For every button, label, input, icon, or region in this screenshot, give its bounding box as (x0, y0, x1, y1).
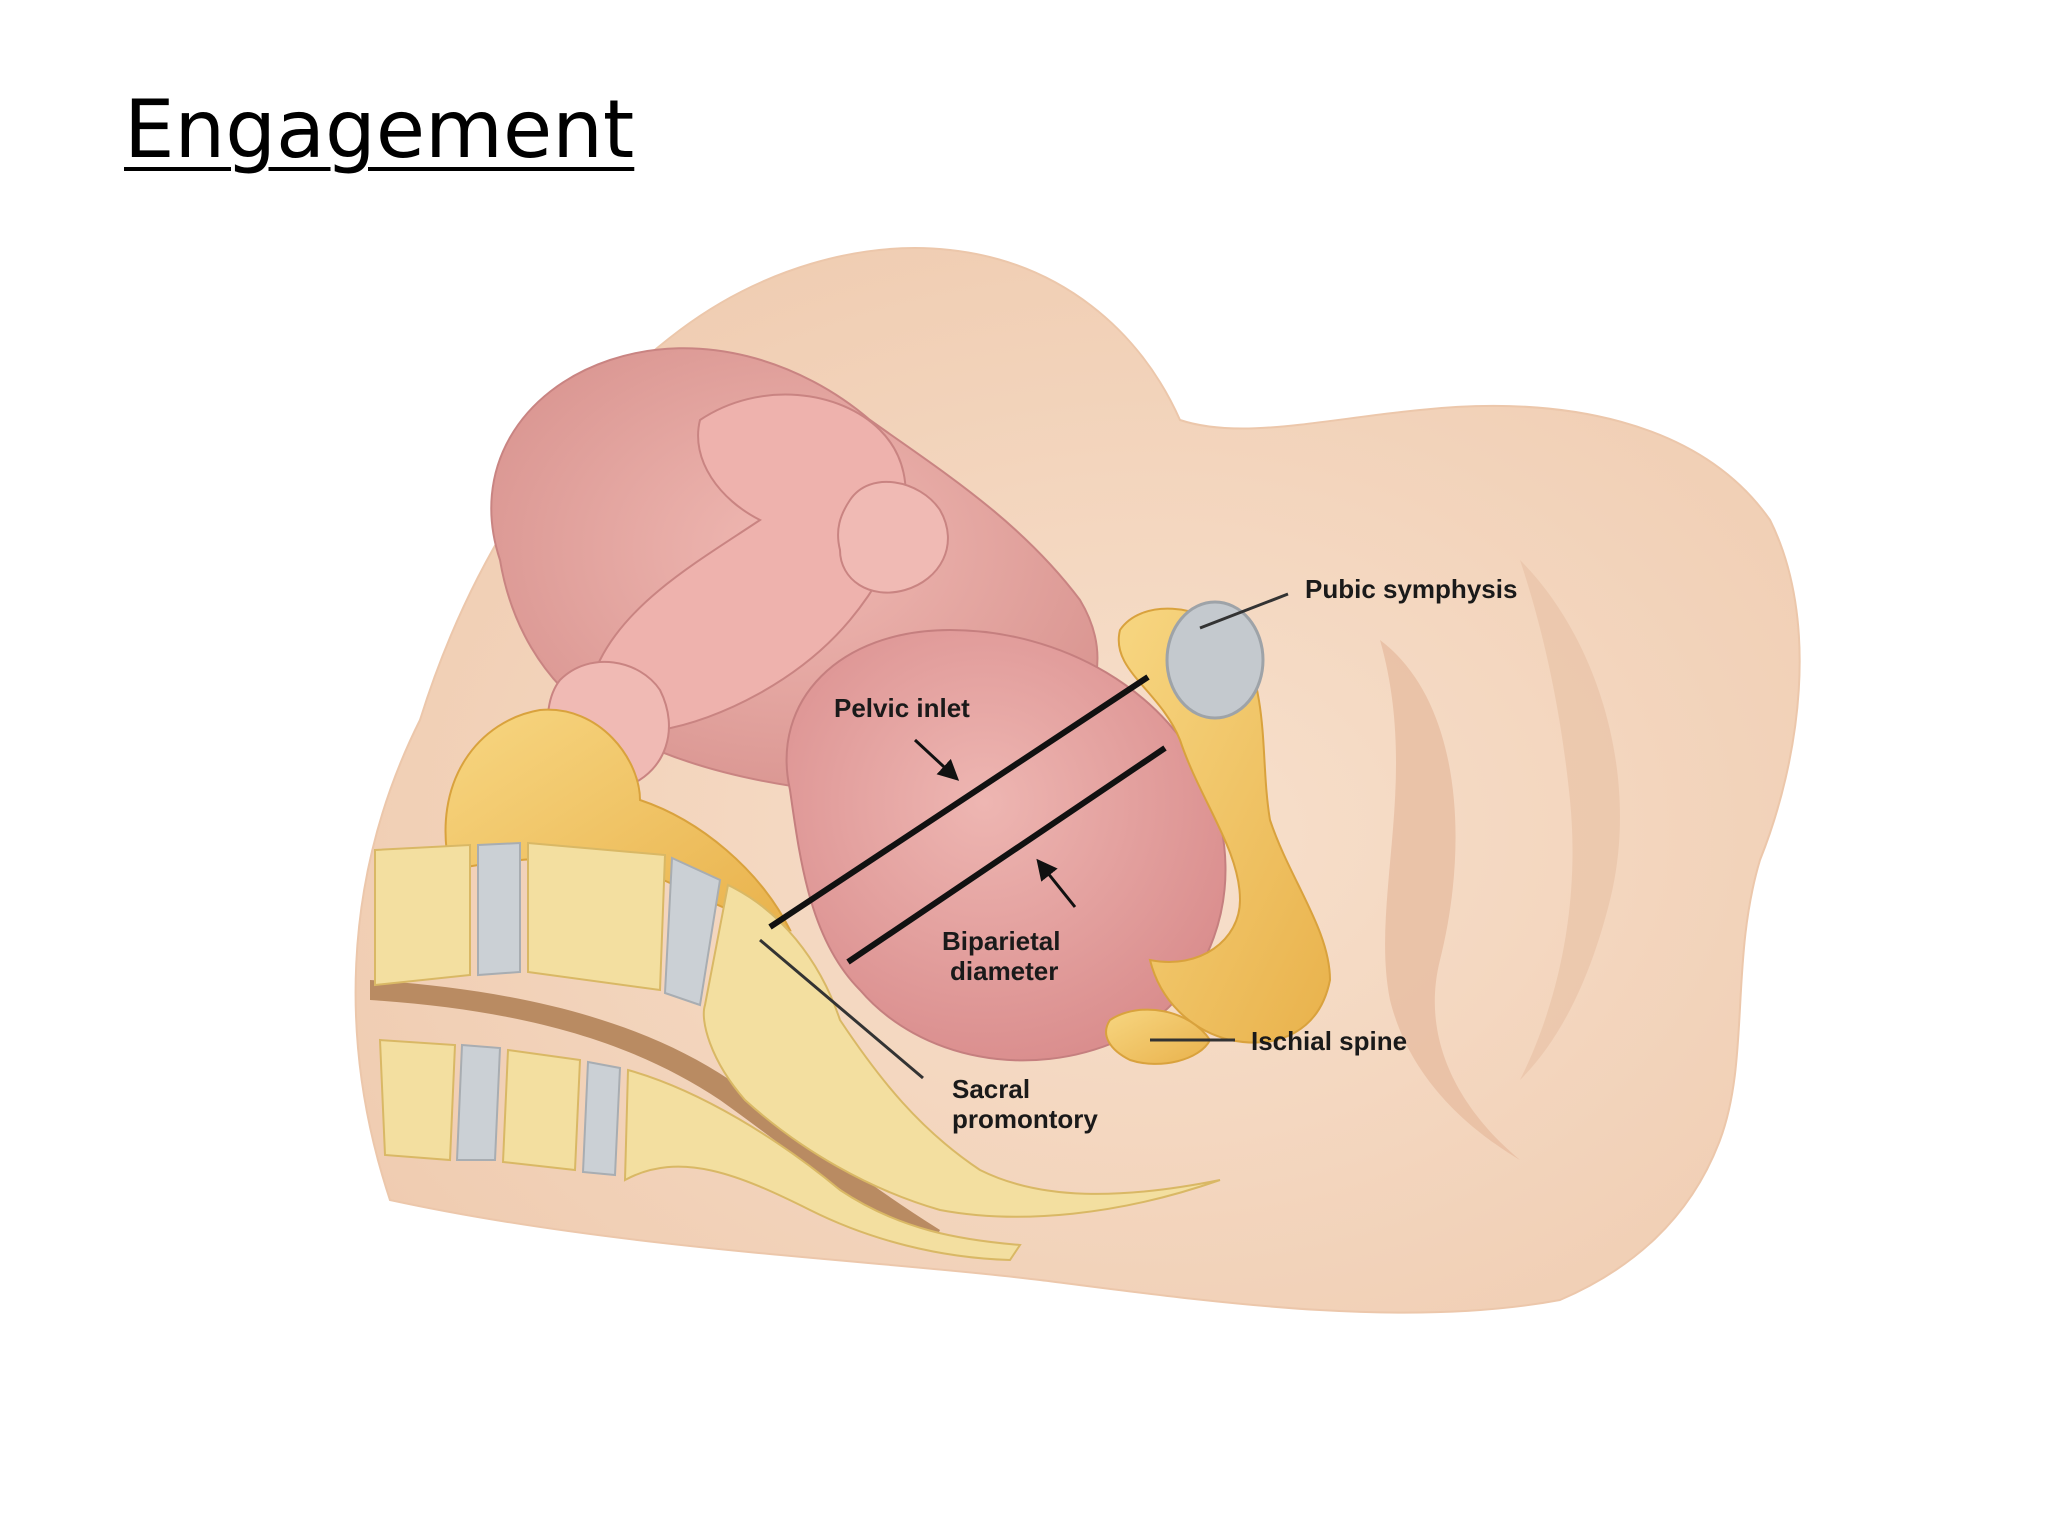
pelvic-inlet-line (768, 674, 1150, 930)
label-biparietal-line2: diameter (950, 956, 1058, 986)
fetal-foot-upper (837, 480, 949, 594)
sacrum (702, 883, 1221, 1218)
disc-4 (581, 1060, 622, 1177)
biparietal-diameter-line (846, 745, 1167, 965)
label-pubic-symphysis: Pubic symphysis (1305, 574, 1517, 604)
fetal-leg (592, 393, 907, 732)
fetal-head (785, 628, 1227, 1062)
fetus (490, 347, 1227, 1062)
disc-1 (477, 841, 521, 977)
sacral-promontory-leader (759, 938, 924, 1080)
biparietal-arrow (1036, 858, 1077, 908)
label-sacral-line2: promontory (952, 1104, 1098, 1134)
vertebra-2 (527, 841, 667, 992)
vertebra-4 (501, 1048, 582, 1172)
perineal-fold (1380, 640, 1520, 1160)
label-pelvic-inlet: Pelvic inlet (834, 693, 970, 723)
pubic-symphysis-leader (1199, 592, 1289, 630)
pelvic-inlet-arrow (913, 738, 960, 781)
label-sacral-line1: Sacral (952, 1074, 1030, 1104)
pubic-ramus (1117, 607, 1332, 1044)
vertebra-3 (378, 1038, 457, 1162)
coccyx (623, 1068, 1022, 1262)
vertebra-1 (374, 843, 471, 987)
disc-2 (663, 856, 722, 1007)
buttock-shading (1520, 560, 1620, 1080)
pubic-symphysis-cartilage (1165, 600, 1265, 720)
ischial-spine-bone (1105, 1008, 1212, 1065)
label-biparietal-line1: Biparietal (942, 926, 1061, 956)
disc-3 (455, 1043, 502, 1161)
spine (370, 841, 1221, 1262)
label-ischial-spine: Ischial spine (1251, 1026, 1407, 1056)
slide-title: Engagement (124, 83, 635, 176)
